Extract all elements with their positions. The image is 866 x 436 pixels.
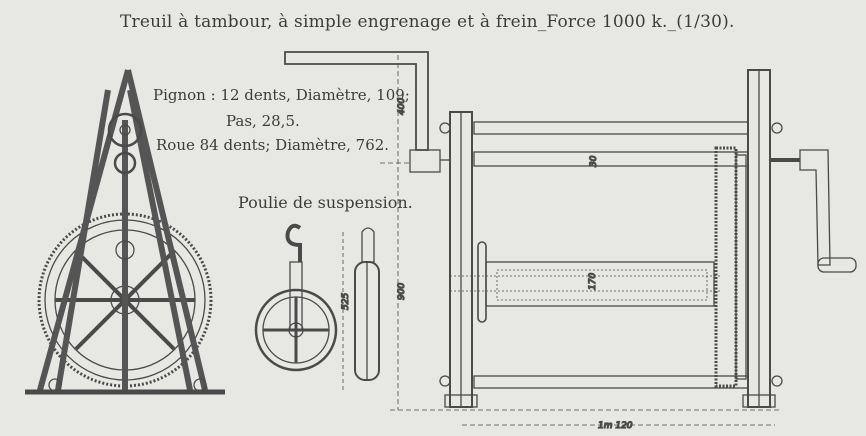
dim-total-height: 900 xyxy=(397,283,407,300)
dim-pulley-height: 525 xyxy=(341,293,351,310)
dimension-lines xyxy=(380,55,780,426)
suspension-pulley-side: 525 xyxy=(340,227,380,390)
spec-pitch: Pas, 28,5. xyxy=(226,112,300,130)
spec-wheel: Roue 84 dents; Diamètre, 762. xyxy=(156,136,390,154)
winch-front-view: 170 30 xyxy=(439,69,857,408)
dim-crank-height: 400 xyxy=(397,98,407,115)
crank-handle xyxy=(284,51,450,173)
dim-shaft-diameter: 30 xyxy=(589,155,599,167)
dim-drum-diameter: 170 xyxy=(588,273,598,290)
drawing-title: Treuil à tambour, à simple engrenage et … xyxy=(120,12,735,32)
spec-pinion: Pignon : 12 dents, Diamètre, 109; xyxy=(153,86,410,104)
winch-side-view xyxy=(25,69,225,395)
suspension-pulley-front xyxy=(254,223,338,372)
dim-frame-width: 1m 120 xyxy=(598,421,633,431)
pulley-label: Poulie de suspension. xyxy=(238,193,413,212)
